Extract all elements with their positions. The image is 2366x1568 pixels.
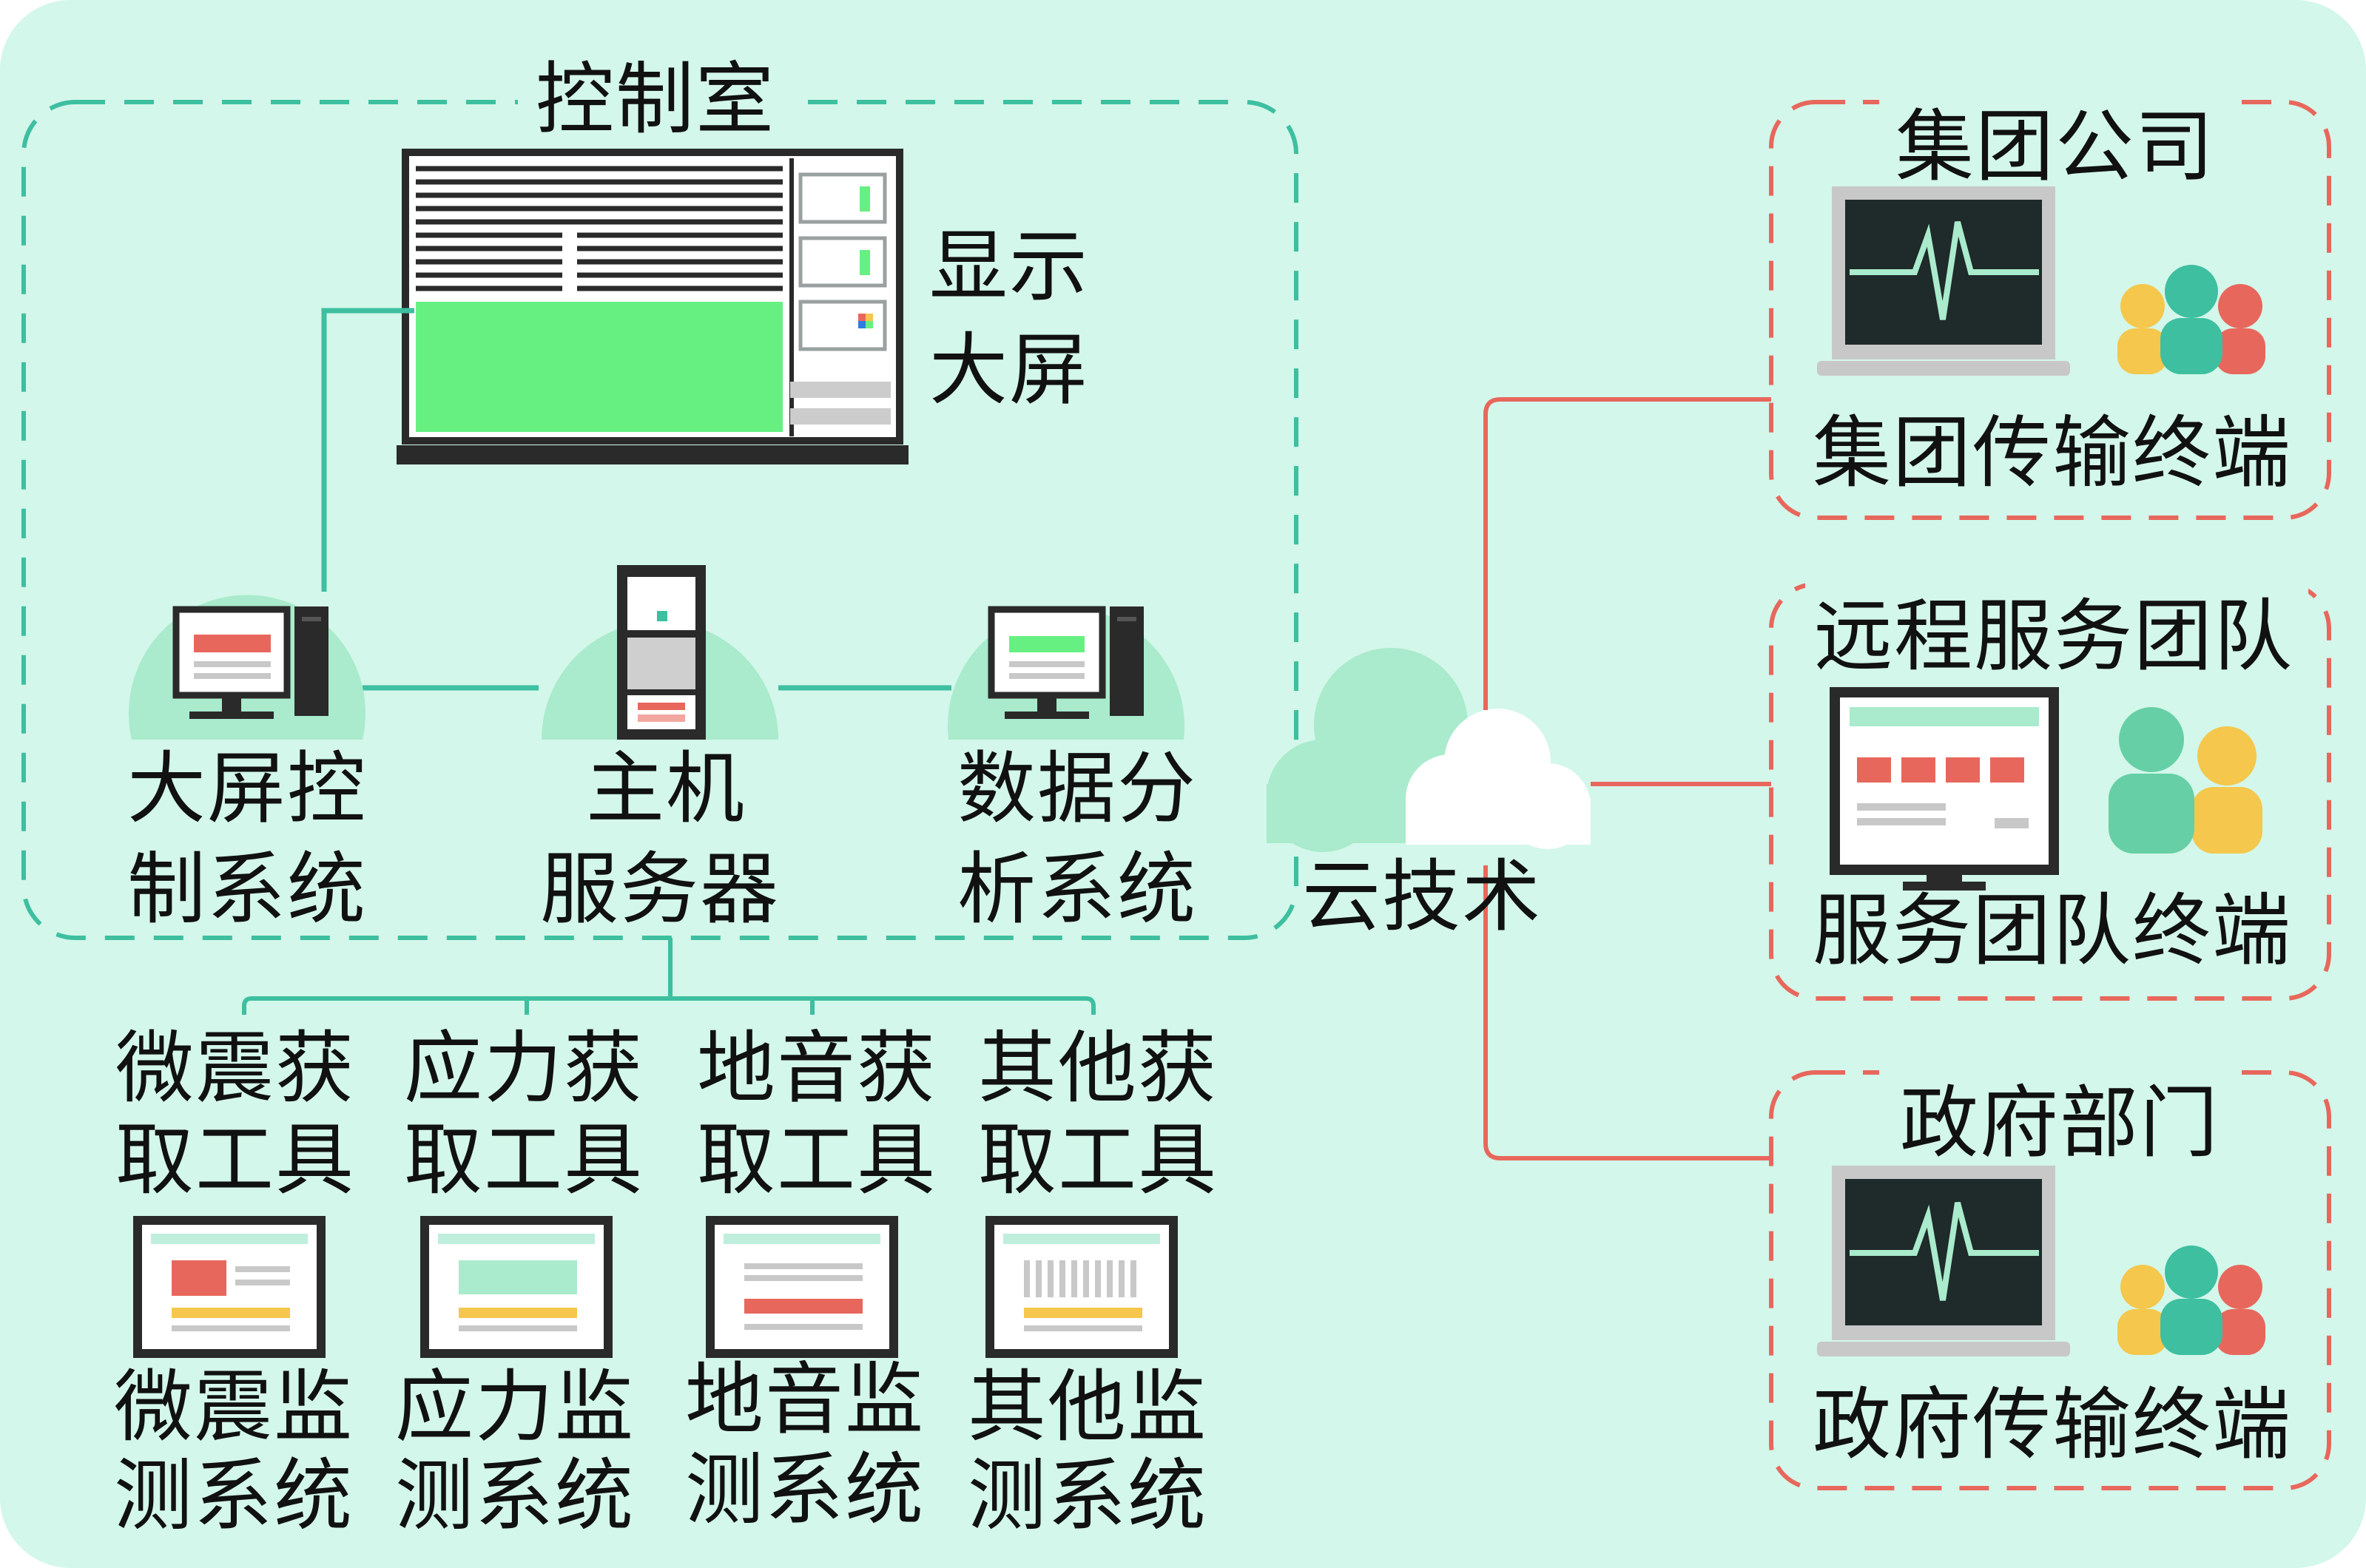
group-terminal-label: 集团传输终端 [1813,408,2292,499]
data-analysis-label-line2: 析系统 [957,844,1197,935]
box-title-gap-3 [1879,1056,2234,1089]
display-screen-icon [397,149,909,464]
monitor-label-4-line2: 测系统 [968,1450,1207,1541]
big-screen-control-node [129,595,365,740]
monitoring-laptop-4 [985,1216,1178,1358]
monitoring-laptop-3 [706,1216,898,1358]
heartbeat-laptop-icon [1817,186,2070,376]
monitor-label-3-line2: 测系统 [685,1444,925,1535]
monitoring-laptop-1 [133,1216,326,1358]
data-analysis-node [947,606,1185,740]
cloud-to-remote-connectors [1483,397,1771,1160]
server-tower-icon [617,565,706,740]
monitor-label-3-line1: 地音监 [685,1354,925,1445]
control-room-region [21,100,1298,940]
screen-to-control-line [321,308,414,592]
laptop-panel-icon [420,1216,613,1358]
people-icon [2109,707,2262,854]
cloud-label: 云技术 [1302,851,1542,942]
box-title-gap-1 [1879,86,2234,118]
display-label-line2: 大屏 [929,325,1089,416]
service-team-title: 远程服务团队 [1814,591,2293,682]
host-server-label-line2: 服务器 [540,844,780,935]
monitor-label-1-line1: 微震监 [114,1362,354,1453]
laptop-panel-icon [706,1216,898,1358]
tool-label-1-line1: 微震获 [115,1023,355,1114]
host-server-node [542,565,778,740]
monitor-icon [1830,687,2059,891]
host-server-label-line1: 主机 [586,743,746,834]
tool-label-3-line1: 地音获 [697,1023,937,1114]
group-company-box [1769,100,2331,520]
tool-label-3-line2: 取工具 [697,1115,937,1206]
monitor-label-4-line1: 其他监 [968,1362,1207,1453]
box-title-gap-2 [1805,568,2308,601]
tool-label-2-line1: 应力获 [404,1023,644,1114]
tool-label-4-line1: 其他获 [978,1023,1218,1114]
government-box [1769,1070,2331,1490]
monitor-label-1-line2: 测系统 [114,1450,354,1541]
data-analysis-label-line1: 数据分 [957,743,1197,834]
display-label-line1: 显示 [929,221,1089,312]
people-icon [2117,1246,2265,1355]
people-icon [2117,265,2265,374]
heartbeat-laptop-icon [1817,1166,2070,1356]
tool-label-4-line2: 取工具 [978,1115,1218,1206]
service-team-box [1769,582,2331,1001]
control-room-title-gap [518,87,792,120]
server-to-tools-connector [242,938,1096,1015]
tool-label-2-line2: 取工具 [404,1115,644,1206]
control-room-title: 控制室 [536,54,775,145]
laptop-panel-icon [133,1216,326,1358]
big-screen-control-label-line1: 大屏控 [127,743,367,834]
tool-label-1-line2: 取工具 [115,1115,355,1206]
cloud-icon [1267,648,1591,852]
monitoring-laptop-2 [420,1216,613,1358]
desktop-computer-icon [172,606,328,719]
group-company-title: 集团公司 [1895,101,2215,192]
government-terminal-label: 政府传输终端 [1813,1379,2292,1470]
service-terminal-label: 服务团队终端 [1813,885,2292,976]
laptop-panel-icon [985,1216,1178,1358]
big-screen-control-label-line2: 制系统 [127,844,367,935]
desktop-computer-icon [988,606,1144,719]
monitor-label-2-line2: 测系统 [395,1450,635,1541]
government-title: 政府部门 [1900,1078,2220,1169]
monitor-label-2-line1: 应力监 [395,1362,635,1453]
